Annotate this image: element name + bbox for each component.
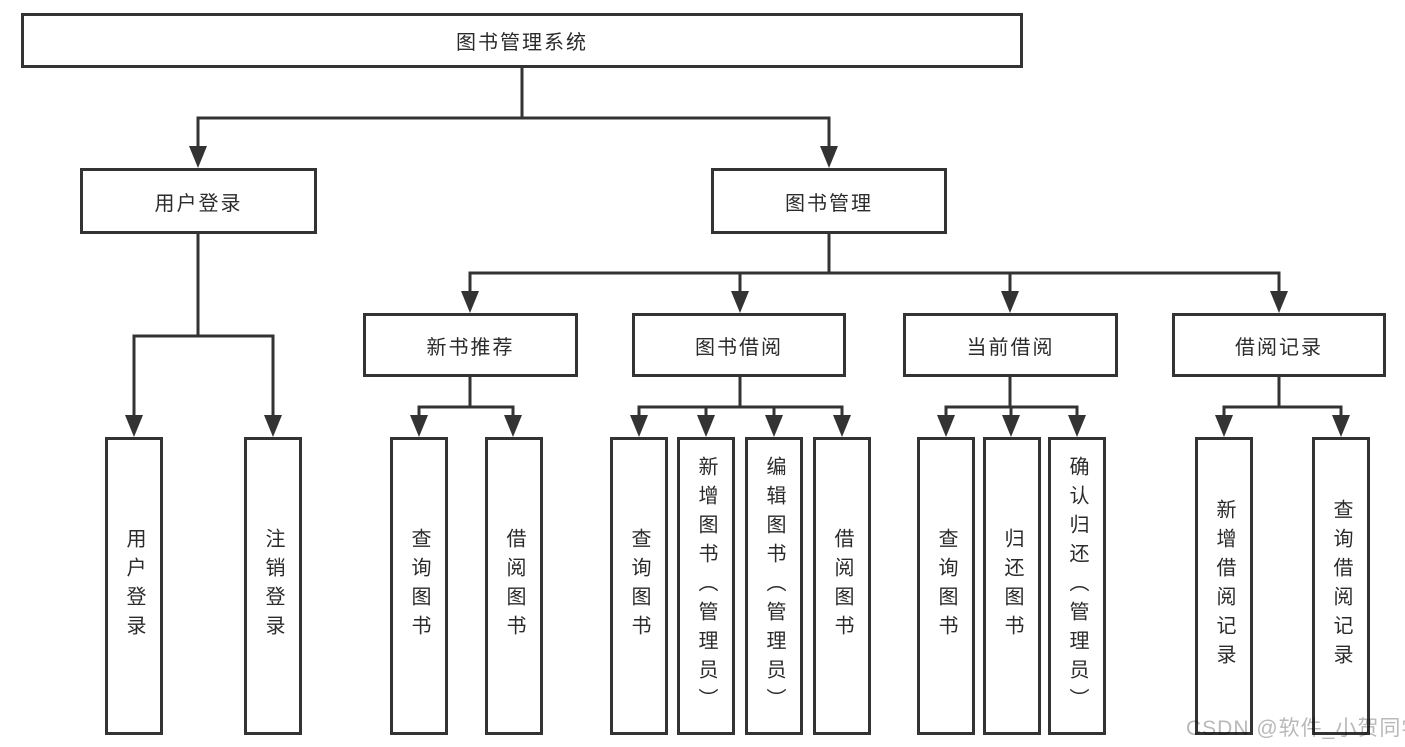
node-root-label: 图书管理系统 xyxy=(456,32,588,54)
node-leaf-bb-borrow-books-label: 借阅图书 xyxy=(831,528,853,644)
node-borrow-records-label: 借阅记录 xyxy=(1235,336,1323,359)
node-leaf-bb-add-books-admin: 新增图书（管理员） xyxy=(677,437,735,735)
node-leaf-cb-confirm-return-admin: 确认归还（管理员） xyxy=(1048,437,1106,735)
node-book-borrow: 图书借阅 xyxy=(632,313,846,377)
arrowheads xyxy=(125,146,1350,437)
node-leaf-logout-label: 注销登录 xyxy=(262,528,284,644)
watermark: CSDN @软件_小贺同学 xyxy=(1186,717,1405,740)
node-user-login-branch-label: 用户登录 xyxy=(154,192,243,215)
node-leaf-bb-add-books-admin-label: 新增图书（管理员） xyxy=(695,455,717,717)
node-leaf-br-query-record-label: 查询借阅记录 xyxy=(1330,499,1352,673)
node-leaf-nbr-query-books: 查询图书 xyxy=(390,437,448,735)
node-leaf-cb-query-books-label: 查询图书 xyxy=(935,528,957,644)
node-book-mgmt-branch-label: 图书管理 xyxy=(785,192,873,215)
node-leaf-bb-query-books: 查询图书 xyxy=(610,437,668,735)
node-book-mgmt-branch: 图书管理 xyxy=(711,168,947,234)
node-leaf-cb-query-books: 查询图书 xyxy=(917,437,975,735)
node-leaf-bb-query-books-label: 查询图书 xyxy=(628,528,650,644)
node-new-book-rec: 新书推荐 xyxy=(363,313,578,377)
node-user-login-branch: 用户登录 xyxy=(80,168,317,234)
node-leaf-logout: 注销登录 xyxy=(244,437,302,735)
node-book-borrow-label: 图书借阅 xyxy=(695,336,783,359)
node-leaf-nbr-borrow-books: 借阅图书 xyxy=(485,437,543,735)
node-leaf-br-add-record: 新增借阅记录 xyxy=(1195,437,1253,735)
node-leaf-bb-edit-books-admin-label: 编辑图书（管理员） xyxy=(763,455,785,717)
node-leaf-user-login-label: 用户登录 xyxy=(123,528,145,644)
node-root: 图书管理系统 xyxy=(21,13,1023,68)
node-leaf-bb-borrow-books: 借阅图书 xyxy=(813,437,871,735)
node-leaf-cb-confirm-return-admin-label: 确认归还（管理员） xyxy=(1066,455,1088,717)
node-leaf-user-login: 用户登录 xyxy=(105,437,163,735)
node-leaf-cb-return-books: 归还图书 xyxy=(983,437,1041,735)
node-new-book-rec-label: 新书推荐 xyxy=(426,336,515,359)
node-leaf-br-query-record: 查询借阅记录 xyxy=(1312,437,1370,735)
node-leaf-bb-edit-books-admin: 编辑图书（管理员） xyxy=(745,437,803,735)
node-leaf-nbr-query-books-label: 查询图书 xyxy=(408,528,430,644)
node-borrow-records: 借阅记录 xyxy=(1172,313,1386,377)
node-current-borrow: 当前借阅 xyxy=(903,313,1118,377)
node-leaf-br-add-record-label: 新增借阅记录 xyxy=(1213,499,1235,673)
node-current-borrow-label: 当前借阅 xyxy=(966,336,1055,359)
tree-edges xyxy=(132,68,1343,417)
node-leaf-nbr-borrow-books-label: 借阅图书 xyxy=(503,528,525,644)
node-leaf-cb-return-books-label: 归还图书 xyxy=(1001,528,1023,644)
